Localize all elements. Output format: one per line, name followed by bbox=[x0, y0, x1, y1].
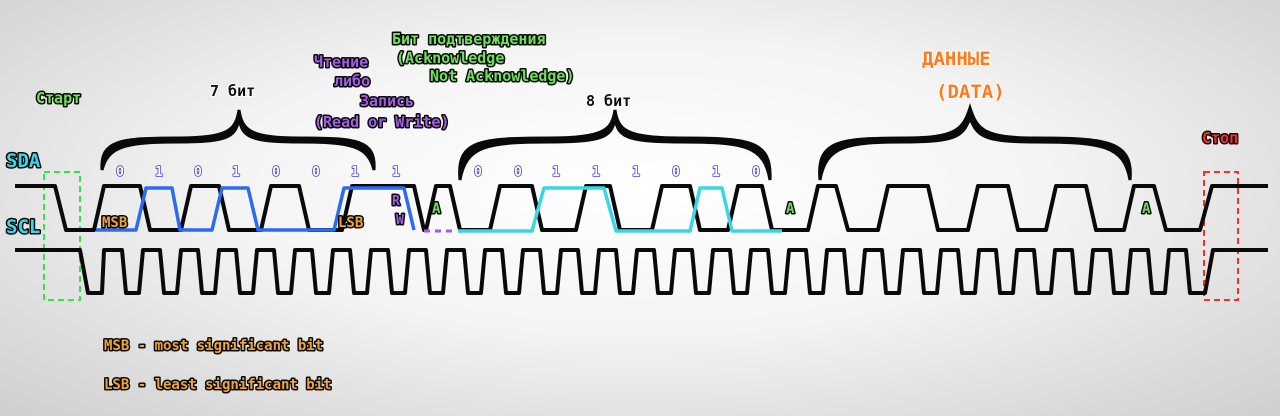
msb-tag: MSB bbox=[102, 215, 127, 231]
data-highlight bbox=[458, 186, 782, 233]
data-label-en: (DATA) bbox=[936, 81, 1005, 103]
data-bits-label: 8 бит bbox=[586, 92, 631, 110]
ack-tag-1: A bbox=[432, 201, 441, 217]
data-bit: 1 bbox=[712, 165, 720, 180]
address-bit: 1 bbox=[351, 165, 359, 180]
payload-brace bbox=[818, 103, 1132, 181]
rw-label-read: Чтение bbox=[314, 53, 368, 71]
ack-label-ru: Бит подтверждения bbox=[392, 30, 546, 48]
scl-waveform bbox=[15, 248, 1268, 295]
address-bits: 0 1 0 1 0 0 1 1 bbox=[115, 164, 401, 181]
data-bit: 1 bbox=[592, 165, 600, 180]
sda-waveform bbox=[15, 184, 1268, 232]
data-bit: 1 bbox=[632, 165, 640, 180]
rw-label-write: Запись bbox=[360, 92, 414, 110]
legend-lsb: LSB - least significant bit bbox=[104, 377, 332, 393]
data-bits: 0 0 1 1 1 0 1 0 bbox=[473, 164, 761, 181]
stop-label: Стоп bbox=[1202, 129, 1238, 147]
address-bit: 0 bbox=[312, 165, 320, 180]
address-bit: 0 bbox=[272, 165, 280, 180]
data-brace bbox=[458, 109, 772, 181]
address-bit: 1 bbox=[155, 165, 163, 180]
ack-label-en-2: Not Acknowledge) bbox=[430, 67, 575, 85]
address-bit: 0 bbox=[116, 165, 124, 180]
start-marker bbox=[43, 171, 81, 301]
scl-label: SCL bbox=[6, 216, 40, 238]
address-bit: 1 bbox=[392, 165, 400, 180]
sda-label: SDA bbox=[6, 150, 41, 172]
start-label: Старт bbox=[36, 89, 81, 107]
address-bit: 0 bbox=[194, 165, 202, 180]
data-bit: 0 bbox=[514, 165, 522, 180]
stop-marker bbox=[1203, 171, 1239, 301]
lsb-tag: LSB bbox=[338, 215, 363, 231]
data-bit: 0 bbox=[752, 165, 760, 180]
legend-msb: MSB - most significant bit bbox=[104, 338, 323, 354]
data-bit: 0 bbox=[672, 165, 680, 180]
ack-label-en-1: (Acknowledge bbox=[396, 49, 504, 67]
w-tag: W bbox=[396, 213, 404, 228]
address-bits-label: 7 бит bbox=[210, 82, 255, 100]
data-bit: 0 bbox=[474, 165, 482, 180]
address-bit: 1 bbox=[232, 165, 240, 180]
rw-label-or: либо bbox=[334, 72, 370, 90]
ack-tag-2: A bbox=[786, 201, 795, 217]
data-bit: 1 bbox=[552, 165, 560, 180]
ack-tag-3: A bbox=[1142, 201, 1151, 217]
rw-label-en: (Read or Write) bbox=[314, 113, 449, 131]
data-label-ru: ДАННЫЕ bbox=[922, 48, 991, 70]
r-tag: R bbox=[392, 194, 400, 209]
address-brace bbox=[100, 109, 376, 171]
address-highlight bbox=[96, 186, 416, 232]
